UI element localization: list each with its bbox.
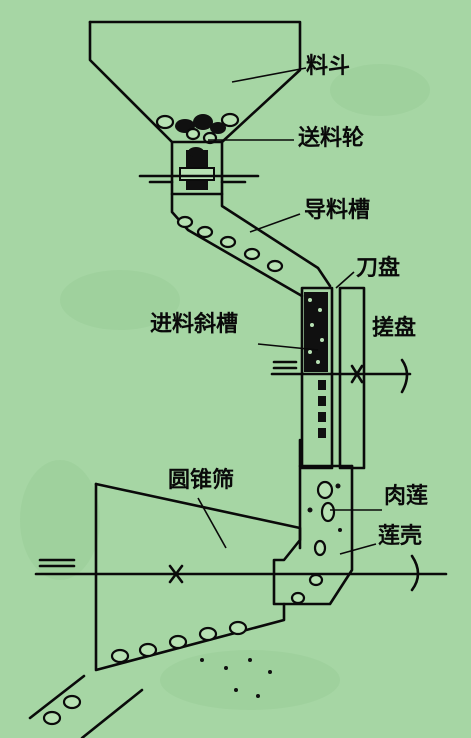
hopper-shape	[88, 20, 302, 145]
leader-lines	[197, 67, 382, 555]
label-rubbing-disc: 搓盘	[372, 316, 417, 341]
guide-chute-shape	[170, 192, 332, 298]
output-ramp-shape	[28, 674, 144, 738]
label-feed-incline: 进料斜槽	[150, 312, 239, 337]
label-cutter-disc: 刀盘	[356, 256, 401, 281]
feed-wheel-shape	[138, 140, 260, 196]
cone-screen-shape	[34, 482, 448, 698]
label-hopper: 料斗	[306, 54, 351, 79]
label-lotus-meat: 肉莲	[384, 484, 429, 509]
label-feed-wheel: 送料轮	[298, 126, 365, 151]
disc-assembly-shape	[270, 286, 412, 470]
label-lotus-shell: 莲壳	[378, 524, 423, 549]
label-cone-screen: 圆锥筛	[168, 468, 235, 493]
discharge-chute-shape	[272, 438, 354, 606]
label-guide-chute: 导料槽	[304, 198, 371, 223]
